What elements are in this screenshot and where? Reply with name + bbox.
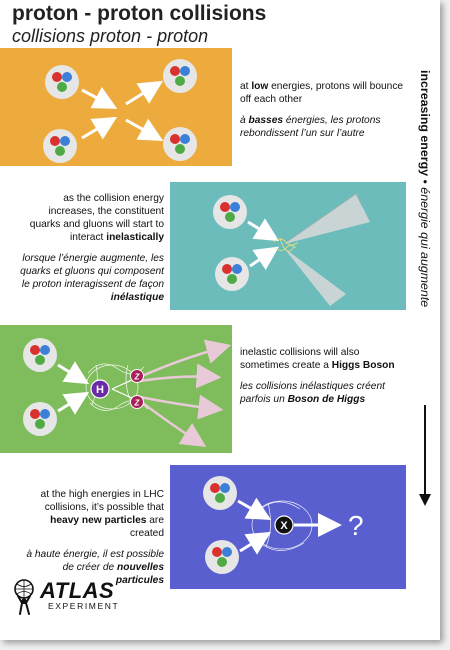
z-boson-icon: Z bbox=[130, 395, 144, 409]
panel-1-text: at low energies, protons will bounce off… bbox=[240, 80, 412, 140]
panel-2-french: lorsque l’énergie augmente, les quarks e… bbox=[20, 253, 164, 303]
higgs-boson-icon: H bbox=[90, 379, 110, 399]
page-title: proton - proton collisions bbox=[12, 2, 267, 25]
arrow-icon bbox=[57, 391, 90, 415]
particle-track-icon bbox=[139, 339, 232, 379]
arrow-icon bbox=[249, 246, 279, 270]
proton-icon bbox=[205, 540, 239, 574]
panel-3-text: inelastic collisions will also sometimes… bbox=[240, 346, 408, 406]
energy-arrow-line bbox=[424, 405, 426, 497]
infographic-card: proton - proton collisions collisions pr… bbox=[0, 0, 440, 640]
proton-icon bbox=[163, 59, 197, 93]
arrow-icon bbox=[125, 80, 164, 106]
elastic-collision-diagram bbox=[43, 59, 197, 163]
particle-track-icon bbox=[139, 399, 207, 448]
unknown-particle-icon: X bbox=[274, 515, 294, 535]
arrow-icon bbox=[237, 497, 272, 520]
panel-inelastic bbox=[170, 182, 406, 310]
inelastic-collision-diagram bbox=[213, 193, 370, 306]
panel-4-text: at the high energies in LHC collisions, … bbox=[14, 488, 164, 587]
arrow-icon bbox=[57, 361, 90, 385]
arrow-icon bbox=[81, 86, 118, 109]
higgs-production-diagram: H Z Z bbox=[23, 338, 232, 448]
gluon-spray-icon bbox=[273, 237, 299, 252]
svg-text:Z: Z bbox=[134, 399, 141, 408]
particle-track-icon bbox=[139, 394, 224, 420]
atlas-figure-icon bbox=[14, 579, 34, 615]
arrow-icon bbox=[125, 118, 164, 141]
panel-4-english: at the high energies in LHC collisions, … bbox=[40, 489, 164, 539]
jet-cone-icon bbox=[284, 248, 346, 306]
side-label-french: énergie qui augmente bbox=[418, 187, 432, 308]
gluon-spray-icon bbox=[251, 500, 313, 551]
svg-text:H: H bbox=[96, 384, 104, 396]
proton-icon bbox=[203, 476, 237, 510]
down-arrow-icon bbox=[419, 494, 431, 506]
logo-wordmark: ATLAS bbox=[40, 578, 115, 603]
panel-2-english: as the collision energy increases, the c… bbox=[29, 193, 164, 243]
svg-text:Z: Z bbox=[134, 373, 141, 382]
panel-new-particles: X ? bbox=[170, 465, 406, 589]
svg-text:X: X bbox=[280, 520, 288, 532]
panel-2-text: as the collision energy increases, the c… bbox=[16, 192, 164, 304]
proton-icon bbox=[215, 257, 249, 291]
proton-icon bbox=[45, 65, 79, 99]
arrow-icon bbox=[247, 218, 280, 242]
proton-icon bbox=[43, 129, 77, 163]
side-label-english: increasing energy bbox=[418, 70, 432, 177]
panel-1-french: à basses énergies, les protons rebondiss… bbox=[240, 115, 381, 139]
jet-cone-icon bbox=[284, 194, 370, 244]
proton-icon bbox=[163, 127, 197, 161]
particle-track-icon bbox=[139, 363, 222, 389]
arrow-icon bbox=[81, 116, 118, 140]
new-particle-diagram: X ? bbox=[203, 476, 364, 574]
arrow-icon bbox=[239, 531, 272, 555]
proton-icon bbox=[23, 338, 57, 372]
panel-low-energy bbox=[0, 48, 232, 166]
panel-3-english: inelastic collisions will also sometimes… bbox=[240, 347, 395, 371]
proton-icon bbox=[23, 402, 57, 436]
question-mark-icon: ? bbox=[348, 510, 364, 541]
panel-3-french: les collisions inélastiques créent parfo… bbox=[240, 381, 385, 405]
panel-4-french: à haute énergie, il est possible de crée… bbox=[26, 549, 164, 586]
side-label-separator: • bbox=[418, 176, 432, 188]
atlas-logo: ATLAS EXPERIMENT bbox=[10, 578, 120, 622]
page-subtitle: collisions proton - proton bbox=[12, 26, 209, 46]
proton-icon bbox=[213, 195, 247, 229]
panel-1-english: at low energies, protons will bounce off… bbox=[240, 81, 404, 105]
logo-subtitle: EXPERIMENT bbox=[48, 601, 120, 611]
panel-higgs: H Z Z bbox=[0, 325, 232, 453]
z-boson-icon: Z bbox=[130, 369, 144, 383]
